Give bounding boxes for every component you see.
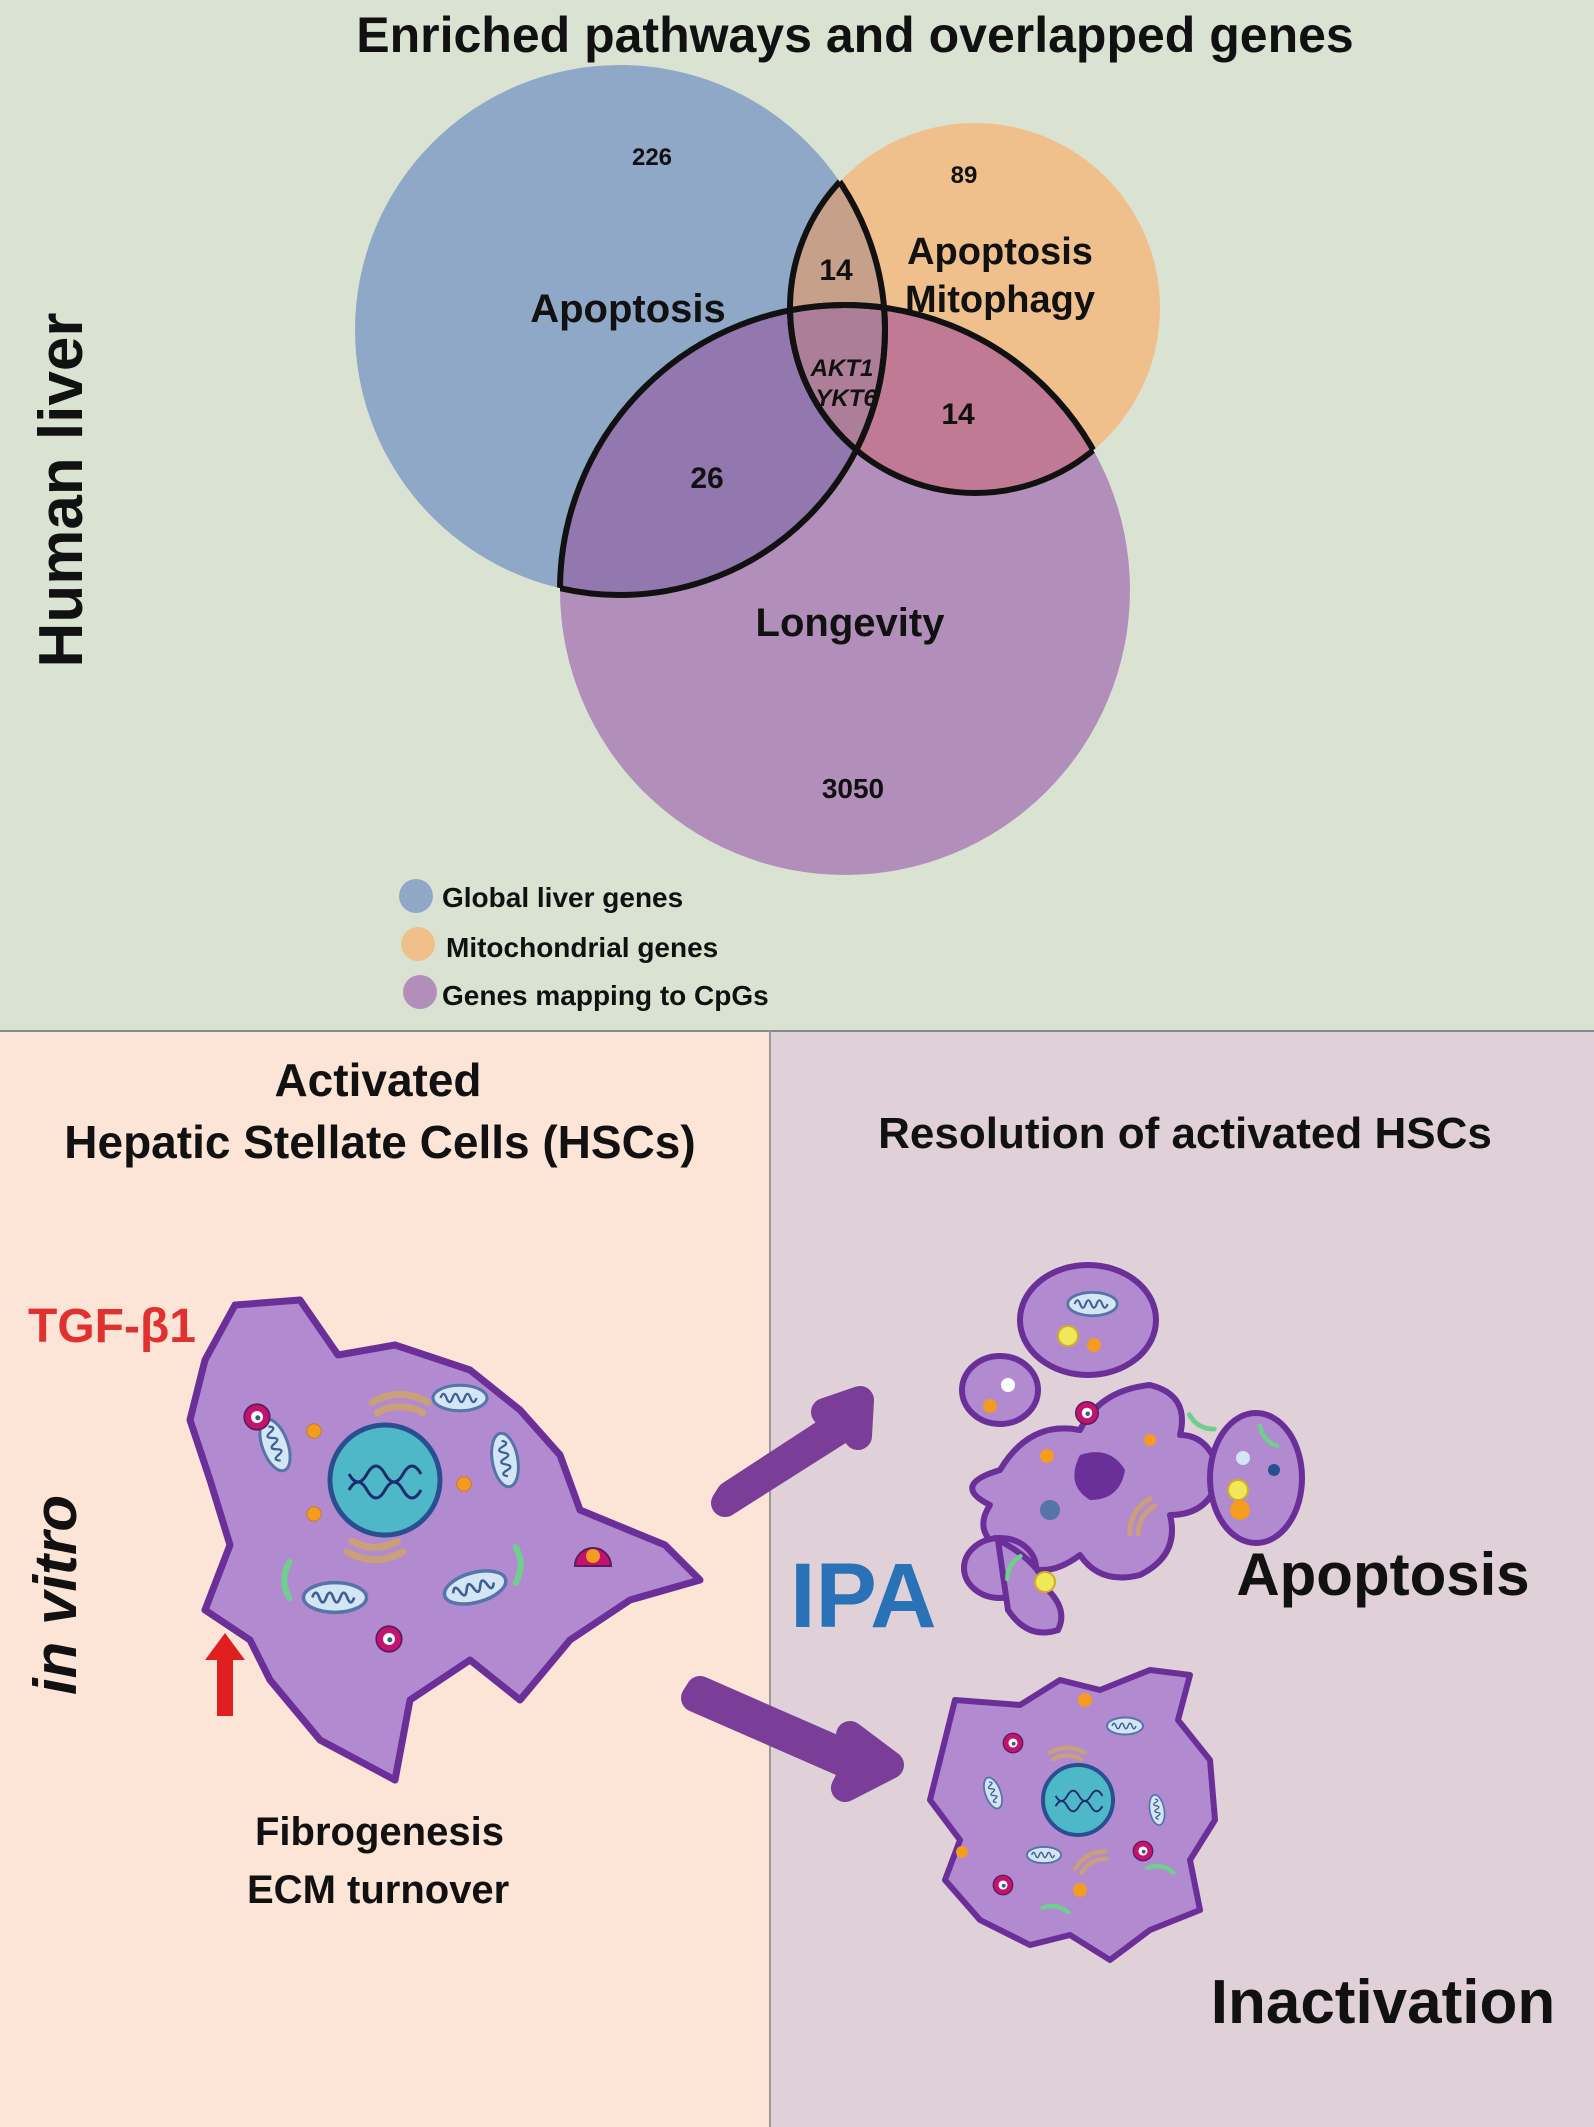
activated-hsc-cell <box>186 1296 704 1784</box>
human-liver-label: Human liver <box>27 313 96 668</box>
bottom-right-panel-background <box>770 1031 1594 2127</box>
count-global-only: 226 <box>632 144 672 171</box>
activated-title-line2: Hepatic Stellate Cells (HSCs) <box>64 1116 695 1168</box>
venn-diagram: 226 89 14 AKT1 YKT6 14 26 3050 Apoptosis… <box>355 65 1160 875</box>
legend-label-cpg: Genes mapping to CpGs <box>442 980 769 1011</box>
legend-label-global: Global liver genes <box>442 882 683 913</box>
activated-title-line1: Activated <box>274 1054 481 1106</box>
inactivated-nucleus <box>1041 1763 1115 1837</box>
tgf-beta1-label: TGF-β1 <box>28 1300 196 1353</box>
in-vitro-label: in vitro <box>22 1495 89 1695</box>
pathway-label-mito-line2: Mitophagy <box>905 279 1095 321</box>
effect-line1: Fibrogenesis <box>255 1810 504 1854</box>
pathway-label-cpg: Longevity <box>756 601 946 645</box>
inactivated-hsc-cell <box>927 1667 1218 1963</box>
effect-line2: ECM turnover <box>247 1868 509 1912</box>
count-global-cpg: 26 <box>690 462 723 495</box>
up-arrow-icon <box>205 1633 245 1716</box>
outcome-inactivation: Inactivation <box>1211 1968 1556 2037</box>
genes-all-three-line2: YKT6 <box>815 385 877 412</box>
pathway-label-global: Apoptosis <box>530 287 726 331</box>
legend-swatch-cpg <box>403 975 437 1009</box>
legend-swatch-mito <box>401 927 435 961</box>
count-mito-only: 89 <box>951 162 978 189</box>
legend-label-mito: Mitochondrial genes <box>446 932 718 963</box>
nucleus <box>327 1422 443 1538</box>
outcome-apoptosis: Apoptosis <box>1236 1541 1529 1608</box>
ipa-label: IPA <box>790 1545 937 1647</box>
genes-all-three-line1: AKT1 <box>810 355 874 382</box>
venn-legend: Global liver genes Mitochondrial genes G… <box>399 879 769 1011</box>
legend-swatch-global <box>399 879 433 913</box>
arrow-to-apoptosis <box>711 1386 874 1517</box>
top-panel-title: Enriched pathways and overlapped genes <box>356 7 1354 63</box>
count-cpg-only: 3050 <box>822 773 884 804</box>
count-mito-cpg: 14 <box>941 398 975 431</box>
arrow-to-inactivation <box>681 1676 904 1802</box>
count-global-mito: 14 <box>819 254 853 287</box>
pathway-label-mito-line1: Apoptosis <box>907 231 1093 273</box>
apoptotic-bodies <box>959 1262 1305 1636</box>
resolution-title: Resolution of activated HSCs <box>878 1109 1492 1158</box>
